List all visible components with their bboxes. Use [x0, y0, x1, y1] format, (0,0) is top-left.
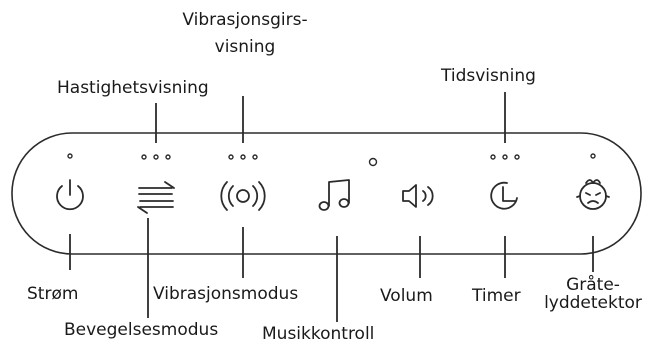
- vibration-indicator-dot: [240, 154, 246, 160]
- volume-label: Volum: [380, 286, 433, 306]
- motion-indicator-dot: [153, 154, 159, 160]
- timer-label: Timer: [472, 286, 521, 306]
- clock-icon[interactable]: [490, 181, 518, 210]
- baby-face-icon[interactable]: [576, 179, 610, 210]
- cry-indicator-dot: [590, 153, 596, 159]
- speaker-icon[interactable]: [402, 184, 434, 208]
- vibration-gear-display-label-line2: visning: [214, 37, 276, 57]
- vibration-mode-label: Vibrasjonsmodus: [153, 284, 299, 304]
- panel-outline: [11, 132, 642, 255]
- vibration-indicator-dot: [252, 154, 258, 160]
- motion-indicator-dot: [165, 154, 171, 160]
- leader-lines: [69, 92, 594, 322]
- motion-indicator-dot: [141, 154, 147, 160]
- power-indicator-dot: [67, 153, 73, 159]
- music-control-label: Musikkontroll: [262, 324, 375, 344]
- timer-indicator-dot: [490, 154, 496, 160]
- motion-mode-label: Bevegelsesmodus: [64, 320, 219, 340]
- vibration-icon[interactable]: [220, 181, 266, 211]
- cry-detector-label-line2: lyddetektor: [544, 293, 642, 313]
- vibration-gear-display-label-line1: Vibrasjonsgirs-: [182, 10, 308, 30]
- timer-indicator-dot: [514, 154, 520, 160]
- power-icon[interactable]: [56, 179, 84, 211]
- power-label: Strøm: [27, 284, 79, 304]
- speed-display-label: Hastighetsvisning: [57, 78, 209, 98]
- vibration-gear-display-label: Vibrasjonsgirs- visning: [167, 10, 323, 57]
- music-note-icon[interactable]: [318, 179, 350, 211]
- cry-detector-label-line1: Gråte-: [566, 275, 620, 295]
- status-led: [368, 157, 378, 167]
- swap-arrows-icon[interactable]: [137, 181, 175, 214]
- vibration-indicator-dot: [228, 154, 234, 160]
- cry-detector-label: Gråte- lyddetektor: [538, 276, 648, 312]
- time-display-label: Tidsvisning: [441, 66, 536, 86]
- indicator-dots: [67, 153, 596, 167]
- timer-indicator-dot: [502, 154, 508, 160]
